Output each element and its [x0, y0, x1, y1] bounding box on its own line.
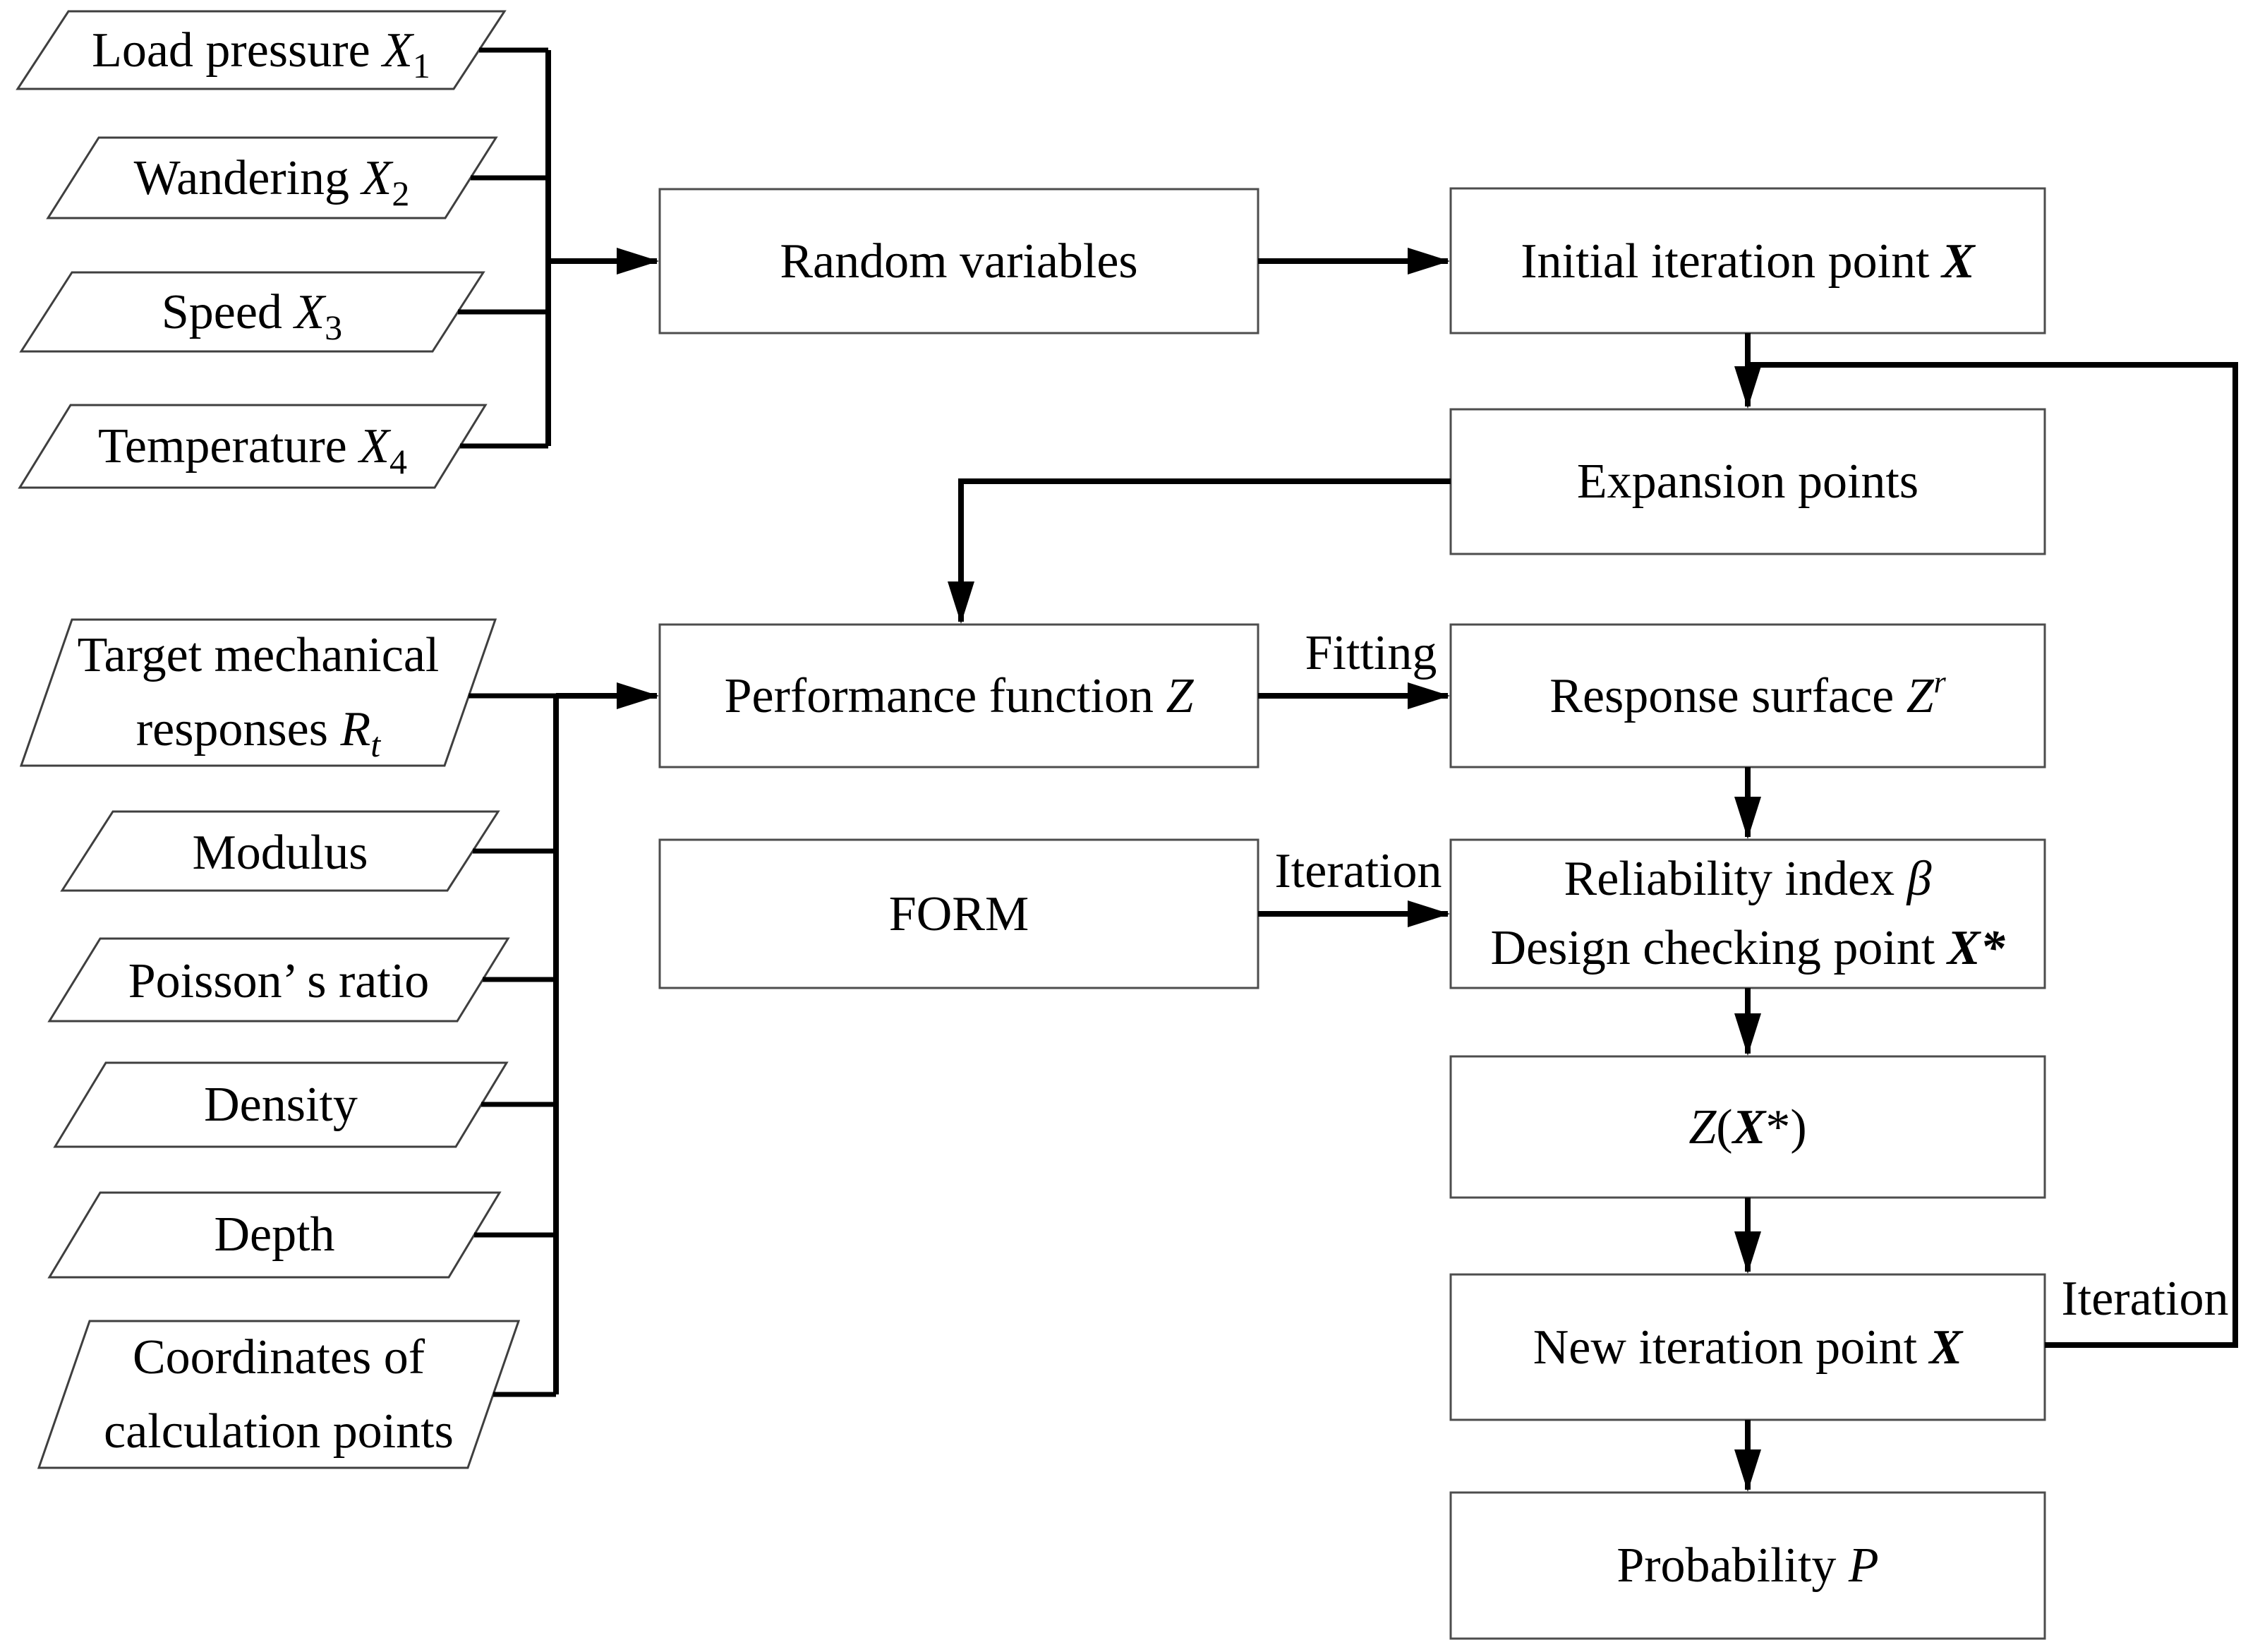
speed-shape	[19, 271, 485, 353]
poisson-shape	[47, 937, 510, 1023]
node-random-variables: Random variables	[658, 188, 1259, 334]
arrow-expansion-to-performance	[948, 478, 1451, 624]
depth-label: Depth	[214, 1207, 334, 1262]
depth-shape	[47, 1191, 502, 1279]
density-shape	[53, 1061, 509, 1148]
initial-iteration-shape	[1449, 187, 2046, 334]
node-probability: Probability P	[1449, 1491, 2046, 1640]
temperature-shape	[18, 404, 488, 489]
node-new-iteration-point: New iteration point X	[1449, 1273, 2046, 1421]
modulus-shape	[60, 810, 500, 892]
node-depth: Depth	[47, 1191, 502, 1279]
coordinates-label-line1: Coordinates of	[133, 1330, 425, 1385]
node-initial-iteration-point: Initial iteration point X	[1449, 187, 2046, 334]
node-wandering: Wandering X2	[46, 136, 498, 219]
node-coordinates: Coordinates of calculation points	[37, 1320, 521, 1469]
iteration-loop-label: Iteration	[2061, 1272, 2228, 1326]
probability-shape	[1449, 1491, 2046, 1640]
z-of-x-star-label: Z(X*)	[1688, 1100, 1806, 1154]
performance-function-label: Performance function Z	[725, 669, 1195, 723]
node-z-of-x-star: Z(X*)	[1449, 1055, 2046, 1199]
response-surface-shape	[1449, 623, 2046, 768]
node-form: FORM	[658, 838, 1259, 989]
fitting-label: Fitting	[1305, 626, 1437, 680]
node-expansion-points: Expansion points	[1449, 408, 2046, 555]
speed-label: Speed X3	[162, 285, 342, 347]
node-density: Density	[53, 1061, 509, 1148]
response-surface-label: Response surface Zr	[1549, 665, 1946, 723]
node-performance-function: Performance function Z	[658, 623, 1259, 768]
density-label: Density	[204, 1078, 358, 1132]
random-variables-shape	[658, 188, 1259, 334]
new-iteration-shape	[1449, 1273, 2046, 1421]
new-iteration-label: New iteration point X	[1533, 1320, 1964, 1375]
node-speed: Speed X3	[19, 271, 485, 353]
reliability-shape	[1449, 838, 2046, 989]
load-pressure-label: Load pressure X1	[92, 23, 430, 85]
probability-label: Probability P	[1617, 1538, 1878, 1593]
z-of-x-star-shape	[1449, 1055, 2046, 1199]
node-target-mech-responses: Target mechanical responses Rt	[19, 618, 497, 767]
wandering-shape	[46, 136, 498, 219]
feedback-loop-line	[1751, 362, 2238, 1348]
target-mech-shape	[19, 618, 497, 767]
poisson-label: Poisson’ s ratio	[128, 954, 430, 1008]
random-variables-label: Random variables	[780, 234, 1137, 289]
node-load-pressure: Load pressure X1	[16, 10, 507, 90]
coordinates-shape	[37, 1320, 521, 1469]
modulus-label: Modulus	[193, 826, 368, 880]
target-mech-label-line1: Target mechanical	[78, 628, 440, 682]
node-reliability-index: Reliability index β Design checking poin…	[1449, 838, 2046, 989]
expansion-points-shape	[1449, 408, 2046, 555]
coordinates-label-line2: calculation points	[104, 1404, 454, 1459]
node-temperature: Temperature X4	[18, 404, 488, 489]
wandering-label: Wandering X2	[134, 151, 410, 213]
reliability-label-line1: Reliability index β	[1564, 852, 1932, 906]
iteration-form-label: Iteration	[1274, 844, 1442, 898]
node-modulus: Modulus	[60, 810, 500, 892]
temperature-label: Temperature X4	[98, 419, 407, 481]
form-label: FORM	[889, 887, 1029, 941]
expansion-points-label: Expansion points	[1577, 454, 1918, 509]
load-pressure-shape	[16, 10, 507, 90]
collector-bottom-group	[469, 693, 559, 1397]
node-response-surface: Response surface Zr	[1449, 623, 2046, 768]
reliability-label-line2: Design checking point X*	[1490, 921, 2005, 975]
node-poisson-ratio: Poisson’ s ratio	[47, 937, 510, 1023]
target-mech-label-line2: responses Rt	[136, 702, 381, 764]
collector-top-group	[458, 47, 551, 449]
performance-function-shape	[658, 623, 1259, 768]
initial-iteration-label: Initial iteration point X	[1521, 234, 1976, 289]
